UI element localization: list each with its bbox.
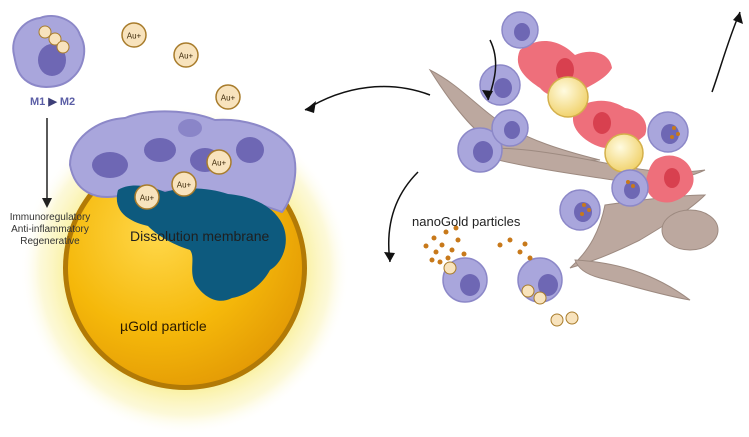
ugold-particle-label: µGold particle [120, 318, 207, 334]
immuno-line: Regenerative [20, 236, 80, 247]
arrow-heads [305, 12, 743, 262]
immuno-line: Anti-inflammatory [11, 224, 89, 235]
tissue-scene [423, 11, 719, 327]
arrow-icon: ▶ [48, 96, 57, 108]
au-ion: Au+ [206, 149, 232, 175]
immuno-line: Immunoregulatory [9, 212, 91, 223]
au-ion: Au+ [215, 84, 241, 110]
m1-text: M1 [30, 96, 46, 108]
au-ion-label: Au+ [140, 194, 155, 203]
au-ion-label: Au+ [177, 181, 192, 190]
macrophage-m1-m2 [12, 15, 86, 88]
dissolution-membrane-label: Dissolution membrane [130, 228, 270, 244]
au-ions: Au+ Au+ Au+ Au+ Au+ Au+ [121, 22, 241, 210]
dissolution-membrane [116, 185, 286, 301]
au-ion-label: Au+ [221, 94, 236, 103]
m1-m2-label: M1 ▶ M2 [30, 95, 75, 108]
au-ion-label: Au+ [179, 52, 194, 61]
au-ion: Au+ [173, 42, 199, 68]
au-ion: Au+ [121, 22, 147, 48]
au-ion-label: Au+ [127, 32, 142, 41]
m2-text: M2 [59, 96, 76, 108]
nanogold-label: nanoGold particles [412, 214, 521, 229]
polarization-arrow [42, 118, 52, 208]
au-ion-label: Au+ [212, 159, 227, 168]
au-ion: Au+ [171, 171, 197, 197]
immuno-label: Immunoregulatory Anti-inflammatory Regen… [2, 212, 98, 248]
au-ion: Au+ [134, 184, 160, 210]
